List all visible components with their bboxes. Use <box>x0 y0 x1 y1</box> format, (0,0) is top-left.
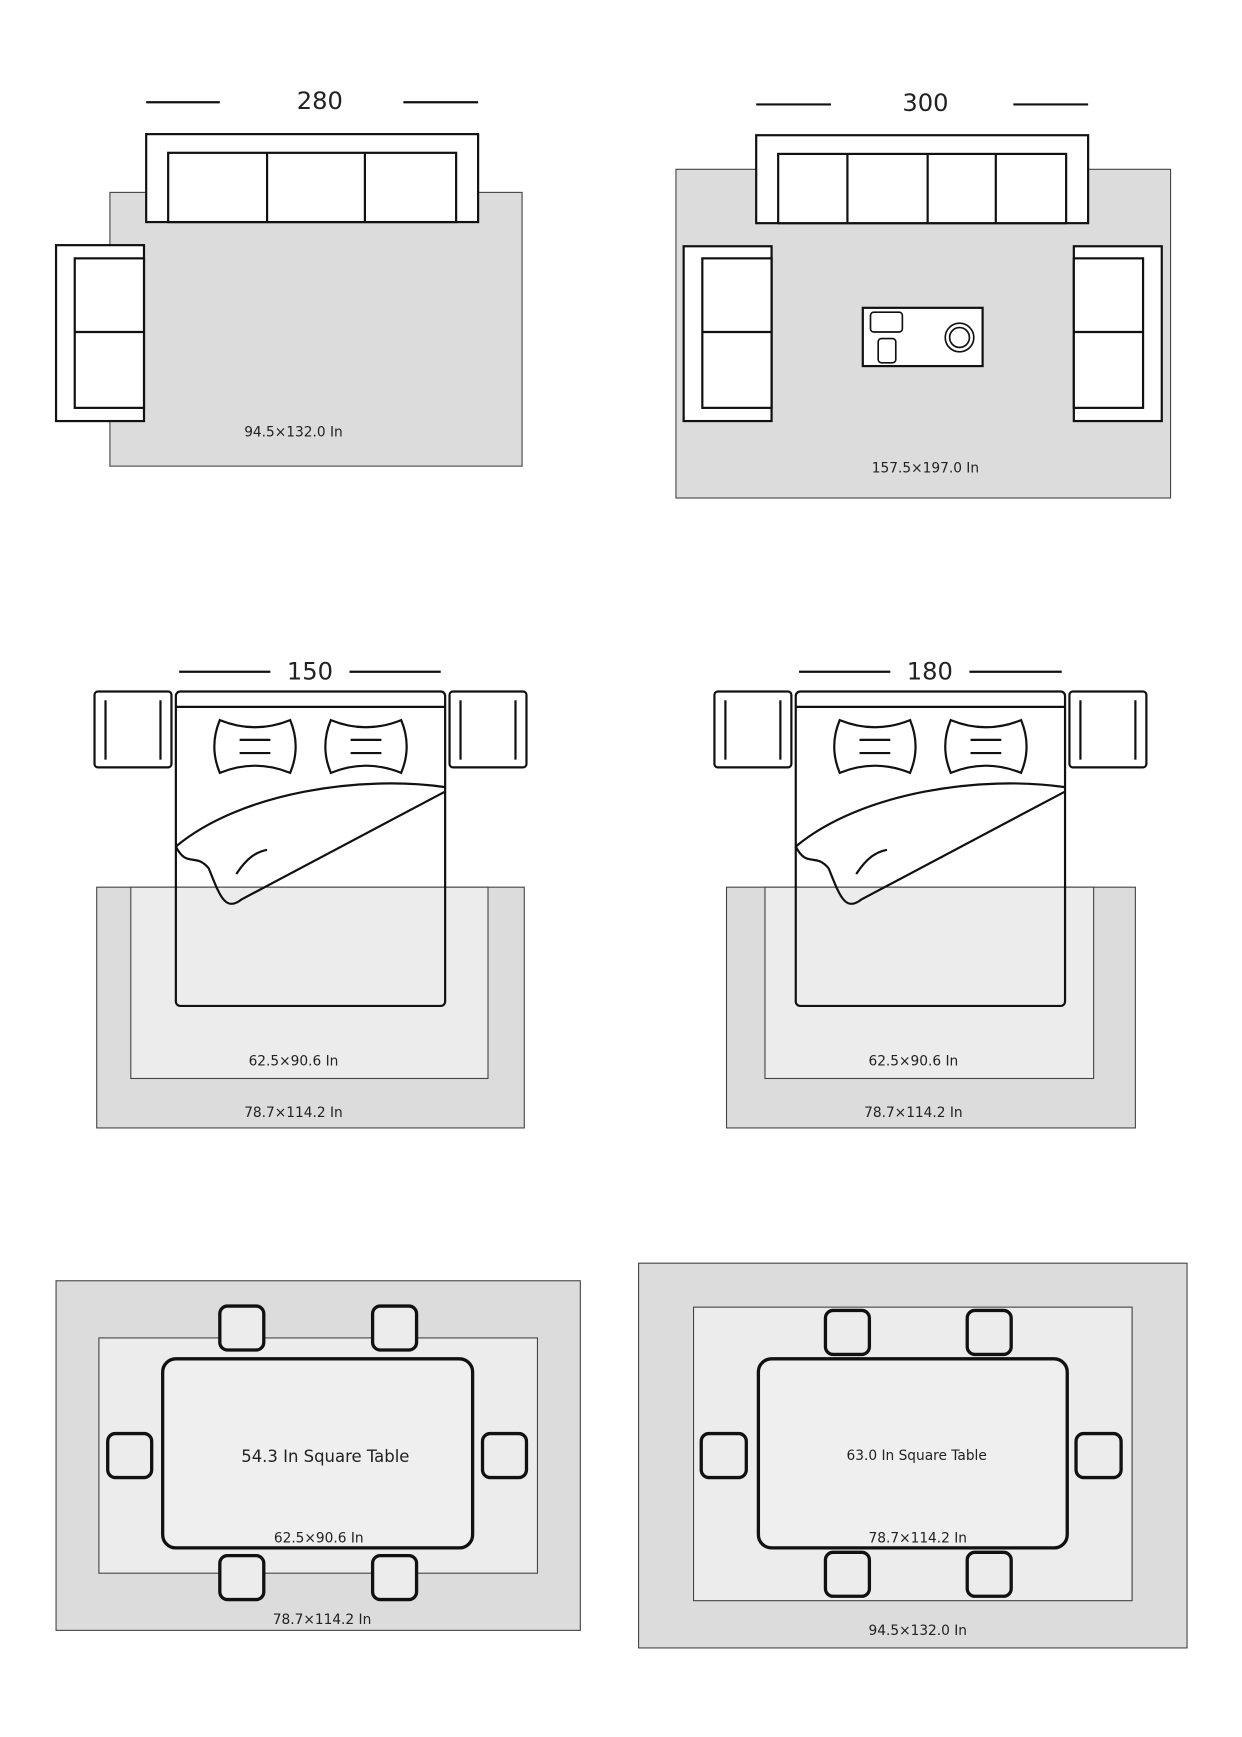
inner-rug <box>764 886 1095 1080</box>
bed <box>174 690 447 1008</box>
table-size-label: 63.0 In Square Table <box>847 1448 987 1464</box>
pillow-right <box>944 718 1028 775</box>
dining-table <box>161 1357 475 1550</box>
chair <box>965 1308 1013 1357</box>
outer-rug-size-label: 78.7×114.2 In <box>244 1105 343 1121</box>
armchair-right <box>1072 245 1163 423</box>
dining-table <box>756 1357 1069 1550</box>
bed-width-label: 180 <box>907 657 953 685</box>
inner-rug <box>130 886 489 1080</box>
table-size-label: 54.3 In Square Table <box>241 1447 409 1466</box>
pillow-left <box>213 718 297 775</box>
bedroom-150-layout: 150 62.5×90.6 In 78.7×114.2 In <box>93 657 528 1129</box>
sofa-width-label: 280 <box>297 87 343 115</box>
sofa <box>145 133 480 224</box>
chair <box>823 1550 872 1598</box>
chair <box>218 1553 266 1602</box>
armchair-left <box>682 245 773 423</box>
bed-width-label: 150 <box>287 657 333 685</box>
chair <box>370 1553 419 1602</box>
outer-rug-size-label: 94.5×132.0 In <box>869 1623 968 1639</box>
nightstand-right <box>448 690 528 769</box>
rug-size-label: 157.5×197.0 In <box>872 461 979 477</box>
chair <box>699 1431 748 1480</box>
inner-rug-size-label: 62.5×90.6 In <box>249 1053 339 1069</box>
chair <box>480 1431 529 1480</box>
pillow-right <box>324 718 408 775</box>
chair <box>1074 1431 1123 1480</box>
nightstand-left <box>713 690 793 769</box>
bed <box>794 690 1067 1008</box>
nightstand-left <box>93 690 173 769</box>
living-room-large-layout: 300 157.5×197.0 In <box>675 89 1172 499</box>
chair <box>218 1304 266 1352</box>
chair <box>370 1304 419 1352</box>
outer-rug-size-label: 78.7×114.2 In <box>864 1105 963 1121</box>
rug-size-label: 94.5×132.0 In <box>244 424 343 440</box>
inner-rug-size-label: 78.7×114.2 In <box>869 1530 968 1546</box>
coffee-table <box>861 306 984 368</box>
dining-large-layout: 63.0 In Square Table 78.7×114.2 In 94.5×… <box>638 1262 1188 1649</box>
sofa-width-label: 300 <box>902 89 948 117</box>
chair <box>965 1550 1013 1598</box>
chair <box>106 1431 154 1480</box>
chair <box>823 1308 872 1357</box>
sofa <box>755 134 1090 225</box>
bedroom-180-layout: 180 62.5×90.6 In 78.7×114.2 In <box>713 657 1148 1129</box>
living-room-small-layout: 280 94.5×132.0 In <box>54 87 523 467</box>
dining-small-layout: 54.3 In Square Table 62.5×90.6 In 78.7×1… <box>55 1280 581 1631</box>
armchair <box>54 244 146 423</box>
pillow-left <box>833 718 917 775</box>
inner-rug-size-label: 62.5×90.6 In <box>274 1530 364 1546</box>
nightstand-right <box>1068 690 1148 769</box>
inner-rug-size-label: 62.5×90.6 In <box>868 1053 958 1069</box>
outer-rug-size-label: 78.7×114.2 In <box>273 1612 372 1628</box>
